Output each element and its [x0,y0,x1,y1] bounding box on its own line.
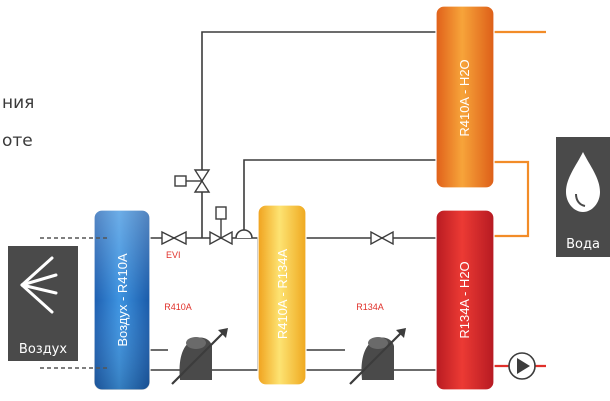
hx-r410a-h2o: R410A - H2O [435,5,495,189]
intro-text-line-1: ния [2,93,34,113]
pump-icon [508,352,536,380]
pipe-crossing [235,229,253,239]
water-drop-icon [566,152,600,212]
discharge-pipe [243,159,436,238]
hx-air-r410a-label: Воздух - R410A [115,253,130,347]
hx-r134a-h2o: R134A - H2O [435,209,495,391]
air-flow-icon [20,256,58,314]
r134a-circuit-label: R134A [356,302,384,312]
hx-r410a-r134a: R410A - R134A [257,204,307,386]
evi-label: EVI [166,250,181,260]
hx-air-r410a: Воздух - R410A [93,209,151,391]
compressor-icon [349,328,406,385]
water-link-pipe [494,160,530,238]
air-badge-label: Воздух [19,342,67,357]
expansion-valve-r134a [370,230,394,246]
water-badge: Вода [556,137,610,257]
air-inlet-lines [40,237,108,369]
compressor-icon [171,328,228,385]
air-badge: Воздух [8,246,78,361]
water-pipes [494,30,546,368]
hx-r410a-r134a-label: R410A - R134A [275,249,290,340]
top-return-pipe [201,31,436,238]
hx-r134a-h2o-label: R134A - H2O [457,261,472,338]
bypass-valve [174,169,211,193]
water-badge-label: Вода [566,237,600,252]
expansion-valve-evi [161,230,187,246]
r410a-circuit-label: R410A [164,302,192,312]
intro-text-line-2: оте [2,131,33,151]
expansion-valve-main [209,206,233,246]
hx-r410a-h2o-label: R410A - H2O [457,59,472,136]
